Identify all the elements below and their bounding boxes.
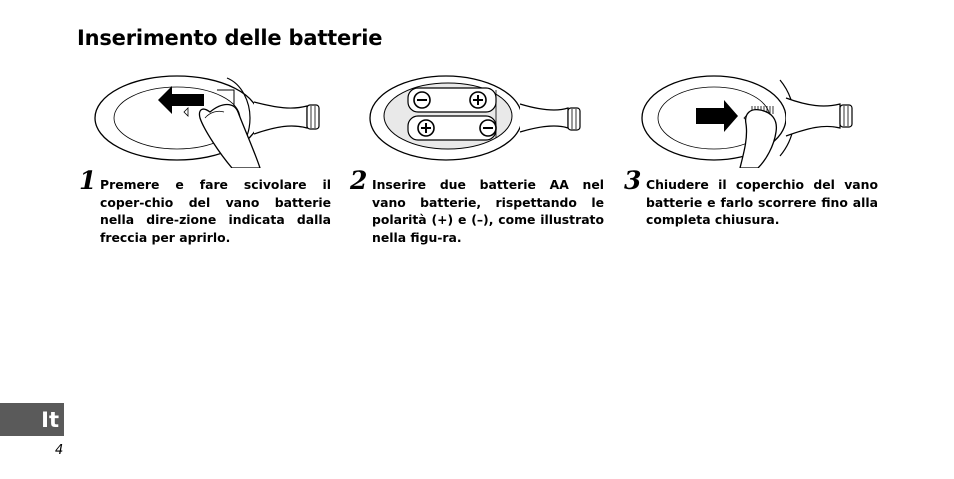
step-2-number: 2 — [350, 166, 368, 195]
step-1-number: 1 — [79, 166, 97, 195]
step-3-text: Chiudere il coperchio del vano batterie … — [646, 177, 878, 227]
step-3-illustration — [640, 72, 862, 168]
language-tab: It — [0, 403, 64, 436]
page-number: 4 — [55, 443, 64, 458]
step-1-illustration — [92, 72, 324, 168]
step-1-text: Premere e fare scivolare il coper-chio d… — [100, 177, 331, 245]
step-2-text: Inserire due batterie AA nel vano batter… — [372, 177, 604, 245]
step-3-number: 3 — [624, 166, 642, 195]
page-title: Inserimento delle batterie — [77, 26, 383, 50]
step-2-illustration — [368, 72, 590, 168]
